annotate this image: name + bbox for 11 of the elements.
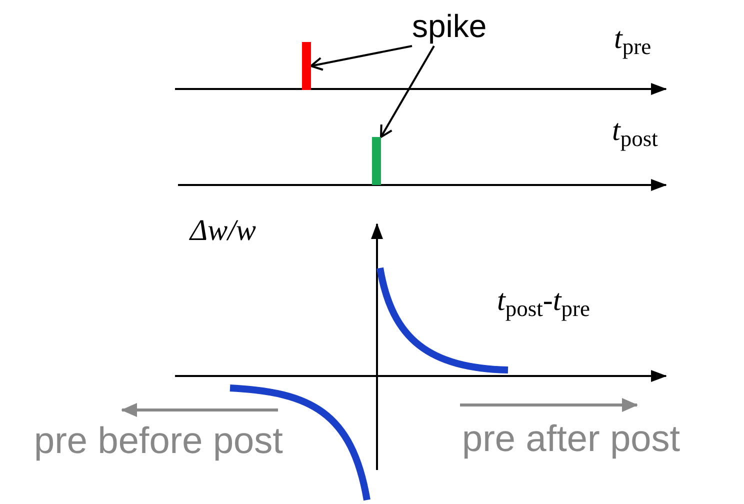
direction-label: pre after post	[462, 417, 680, 461]
axis-label: t$_{post}$-t$_{pre}$	[497, 283, 590, 320]
axis-label: Δw/w	[190, 213, 256, 249]
leader-arrow	[380, 46, 435, 138]
direction-label: pre before post	[34, 419, 283, 463]
axis-label: t$_{post}$	[612, 113, 658, 150]
spike-label: spike	[412, 6, 487, 46]
leader-arrow	[310, 45, 412, 71]
postsynaptic-spike-bar	[372, 137, 381, 185]
presynaptic-spike-bar	[302, 42, 311, 90]
axis-label: t$_{pre}$	[614, 21, 652, 58]
